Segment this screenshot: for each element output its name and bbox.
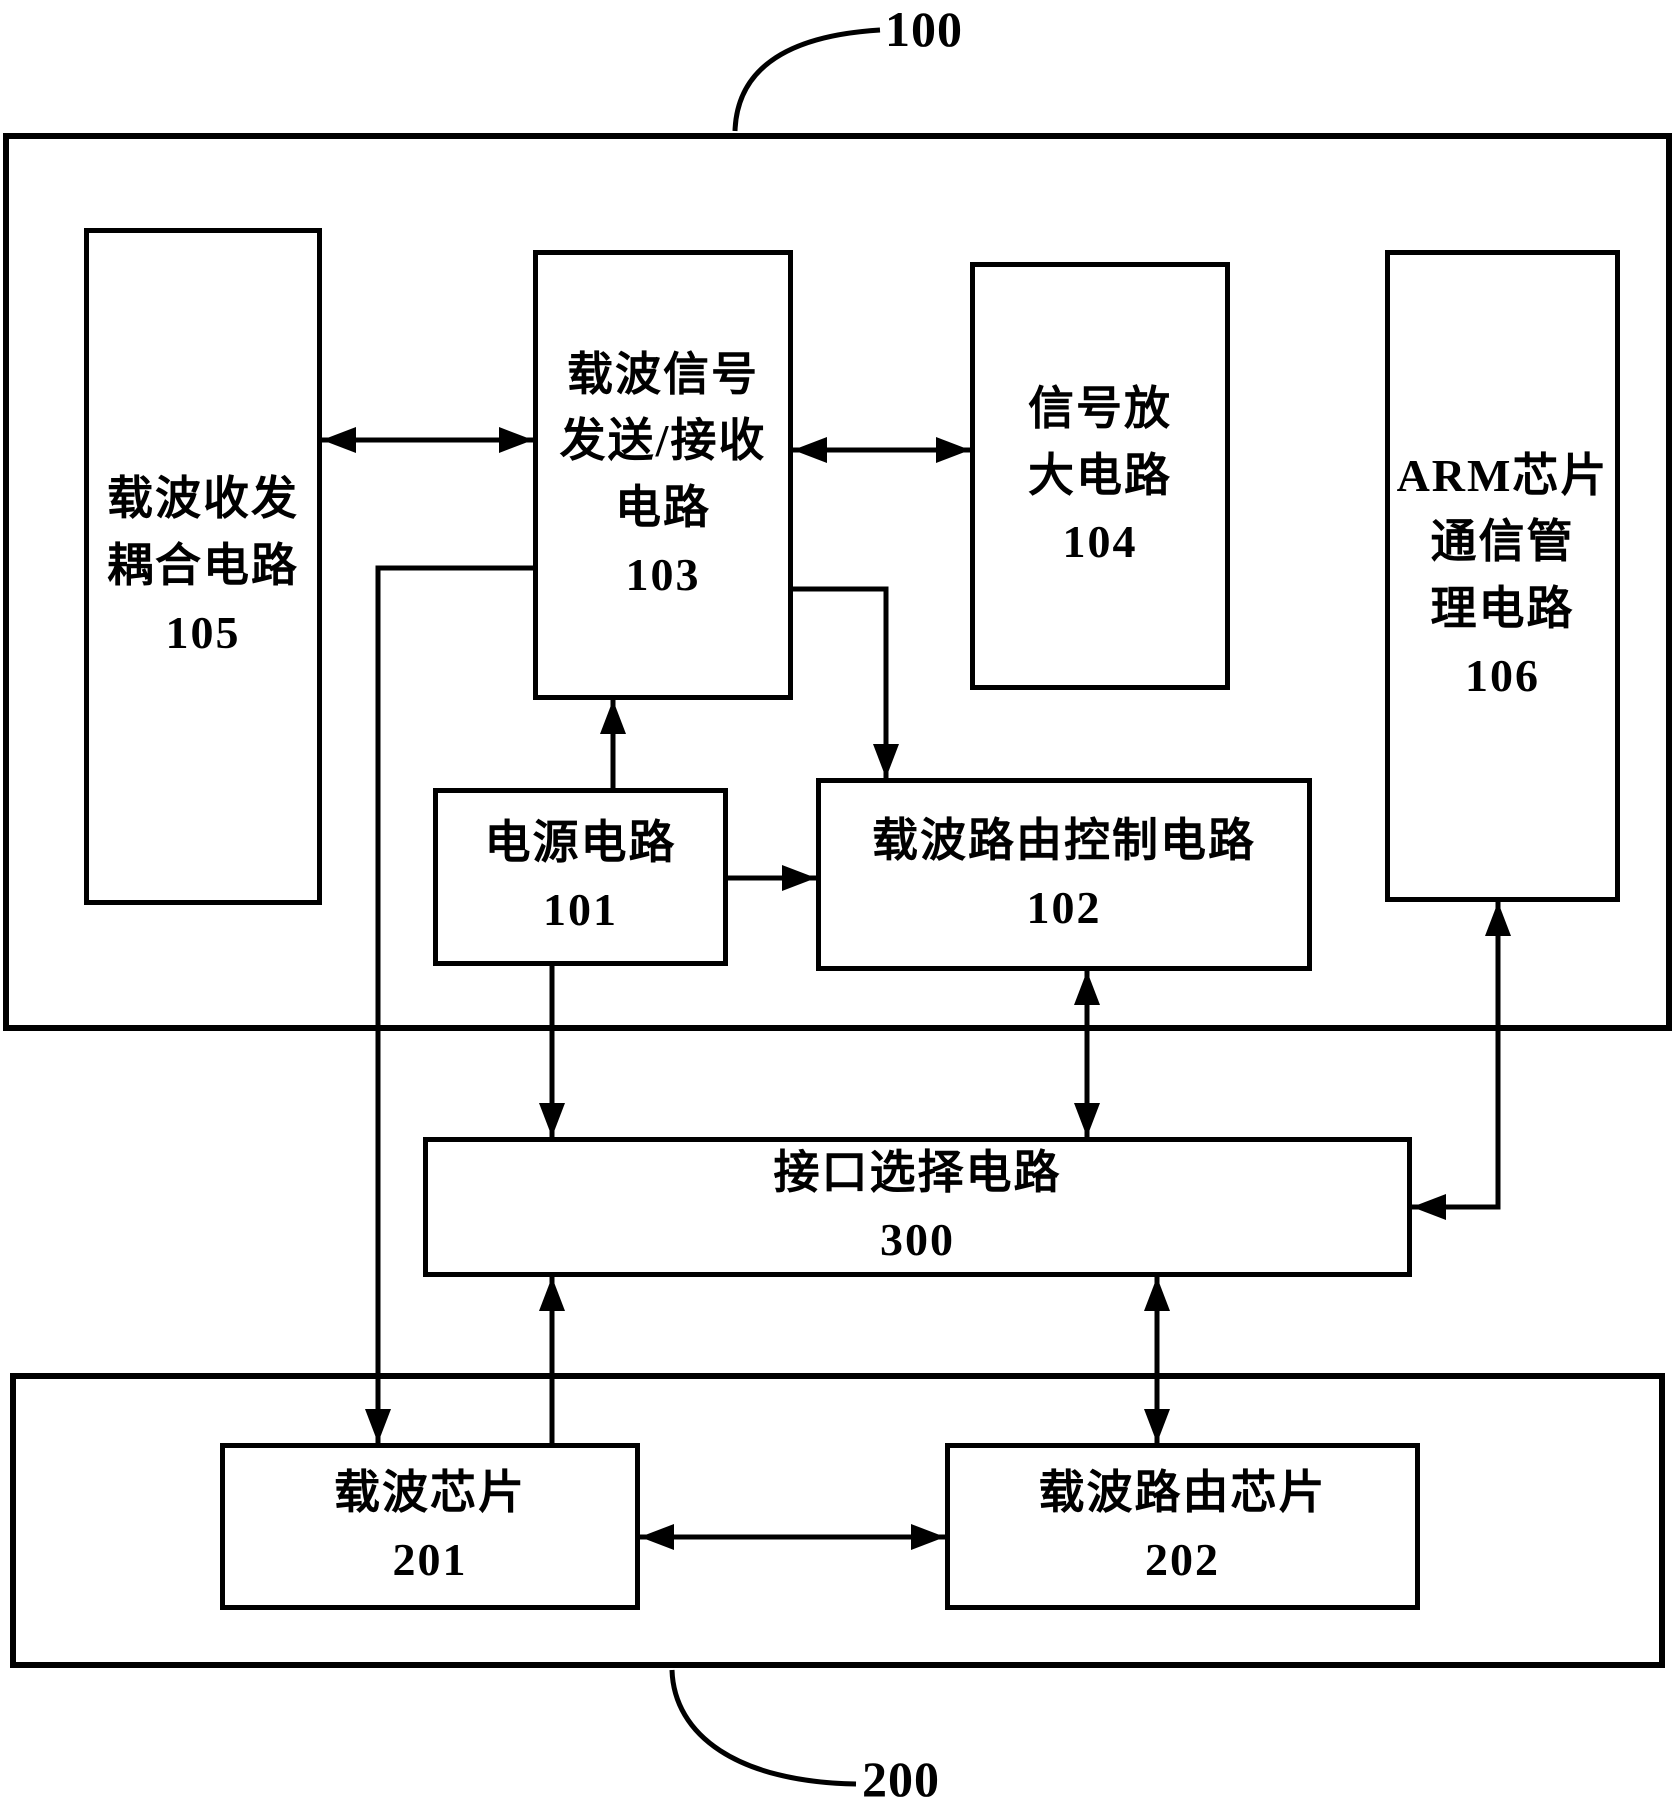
- box-105-label: 载波收发 耦合电路 105: [107, 473, 299, 658]
- box-signal-amplifier-circuit-104: 信号放 大电路 104: [970, 262, 1230, 690]
- box-carrier-transceiver-coupling-circuit-105: 载波收发 耦合电路 105: [84, 228, 322, 905]
- box-arm-chip-comm-management-circuit-106: ARM芯片 通信管 理电路 106: [1385, 250, 1620, 902]
- box-103-label: 载波信号 发送/接收 电路 103: [559, 348, 767, 600]
- box-102-label: 载波路由控制电路 102: [872, 814, 1256, 933]
- outer-system-ref-label: 100: [885, 1, 963, 57]
- box-power-supply-circuit-101: 电源电路 101: [433, 788, 728, 966]
- box-carrier-routing-chip-202: 载波路由芯片 202: [945, 1443, 1420, 1610]
- outer-system-box-100: [3, 133, 1672, 1031]
- box-202-label: 载波路由芯片 202: [1038, 1466, 1327, 1585]
- box-carrier-chip-201: 载波芯片 201: [220, 1443, 640, 1610]
- box-300-label: 接口选择电路 300: [773, 1147, 1062, 1265]
- box-201-label: 载波芯片 201: [334, 1466, 526, 1585]
- box-106-label: ARM芯片 通信管 理电路 106: [1396, 449, 1609, 701]
- box-101-label: 电源电路 101: [484, 817, 677, 935]
- bottom-system-ref-label: 200: [862, 1751, 940, 1807]
- box-104-label: 信号放 大电路 104: [1028, 382, 1172, 568]
- box-carrier-routing-control-circuit-102: 载波路由控制电路 102: [816, 778, 1312, 971]
- leader-curve-100: [732, 27, 881, 132]
- box-carrier-signal-tx-rx-circuit-103: 载波信号 发送/接收 电路 103: [533, 250, 793, 700]
- box-interface-selection-circuit-300: 接口选择电路 300: [423, 1137, 1412, 1277]
- leader-curve-200: [669, 1669, 857, 1787]
- bottom-system-box-200: [10, 1373, 1665, 1668]
